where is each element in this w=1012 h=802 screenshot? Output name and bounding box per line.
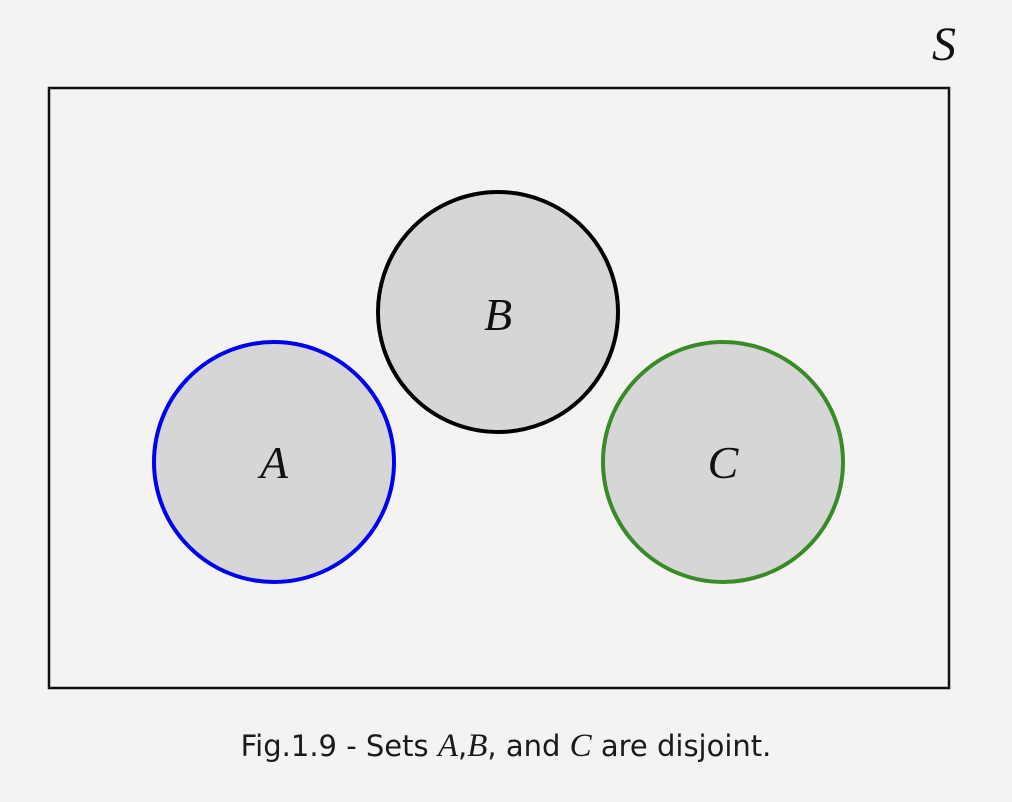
caption-set-b: B — [467, 728, 488, 764]
set-a-circle — [152, 340, 396, 584]
set-c-label: C — [708, 437, 740, 488]
caption-prefix: Fig.1.9 - Sets — [240, 729, 438, 763]
caption-separator-1: , — [458, 729, 468, 763]
set-b-circle — [376, 190, 620, 434]
universe-label: S — [932, 18, 956, 71]
set-a-label: A — [257, 437, 289, 488]
figure-caption: Fig.1.9 - Sets A,B, and C are disjoint. — [0, 728, 1012, 765]
caption-suffix: are disjoint. — [591, 729, 772, 763]
caption-set-a: A — [437, 728, 459, 764]
set-c-circle — [601, 340, 845, 584]
venn-diagram: S A B C — [47, 18, 956, 690]
caption-separator-2: , and — [487, 729, 570, 763]
caption-set-c: C — [569, 728, 592, 764]
set-b-label: B — [484, 289, 512, 340]
